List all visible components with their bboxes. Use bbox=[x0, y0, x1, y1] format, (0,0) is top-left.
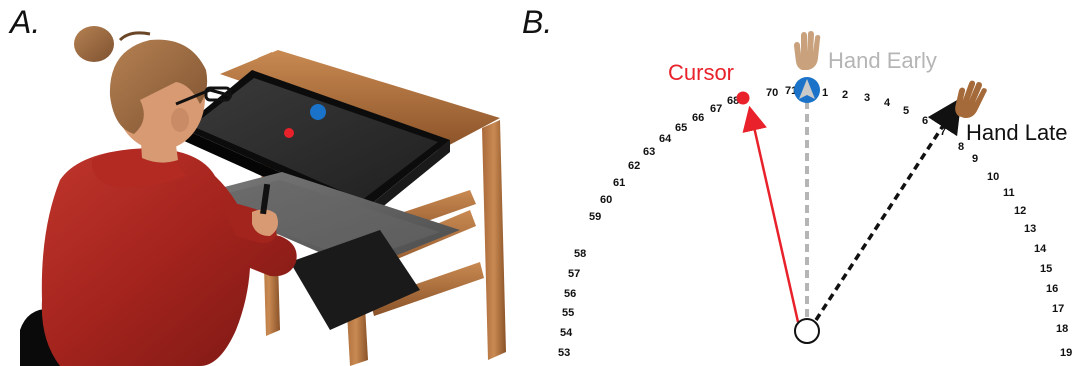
panel-a: A. bbox=[0, 0, 520, 366]
target-number-2: 2 bbox=[842, 89, 848, 101]
target-number-55: 55 bbox=[562, 307, 574, 319]
target-number-5: 5 bbox=[903, 105, 909, 117]
target-number-10: 10 bbox=[987, 171, 999, 183]
monitor-screen bbox=[192, 78, 438, 200]
target-number-9: 9 bbox=[972, 153, 978, 165]
target-dot bbox=[310, 104, 326, 120]
hand-early-icon bbox=[794, 31, 821, 70]
hair-bun bbox=[74, 26, 114, 62]
target-number-19: 19 bbox=[1060, 347, 1072, 359]
target-number-70: 70 bbox=[766, 87, 778, 99]
target-number-3: 3 bbox=[864, 92, 870, 104]
hand-late-icon bbox=[955, 80, 987, 119]
target-number-1: 1 bbox=[822, 87, 828, 99]
cursor-dot bbox=[284, 128, 294, 138]
target-number-63: 63 bbox=[643, 146, 655, 158]
stylus bbox=[260, 183, 271, 215]
target-number-58: 58 bbox=[574, 248, 586, 260]
target-number-56: 56 bbox=[564, 288, 576, 300]
cursor-path bbox=[742, 105, 800, 323]
target-number-64: 64 bbox=[659, 133, 672, 145]
target-number-15: 15 bbox=[1040, 263, 1052, 275]
target-number-61: 61 bbox=[613, 177, 625, 189]
frame-top-rail bbox=[220, 50, 500, 150]
start-position-circle bbox=[794, 318, 820, 344]
panel-a-label: A. bbox=[10, 4, 41, 40]
participant-body bbox=[41, 148, 297, 366]
hand-late-path bbox=[814, 97, 962, 321]
target-number-13: 13 bbox=[1024, 223, 1036, 235]
target-number-14: 14 bbox=[1034, 243, 1047, 255]
target-number-11: 11 bbox=[1003, 187, 1015, 199]
target-number-60: 60 bbox=[600, 194, 612, 206]
target-number-6: 6 bbox=[922, 115, 928, 127]
target-number-65: 65 bbox=[675, 122, 687, 134]
panel-b-label: B. bbox=[522, 4, 553, 40]
target-number-8: 8 bbox=[958, 141, 964, 153]
target-number-54: 54 bbox=[560, 327, 573, 339]
target-number-16: 16 bbox=[1046, 283, 1058, 295]
target-number-12: 12 bbox=[1014, 205, 1026, 217]
experimental-setup-illustration bbox=[20, 26, 506, 366]
glasses bbox=[175, 88, 233, 106]
participant-hair bbox=[109, 39, 208, 134]
cursor-label: Cursor bbox=[668, 60, 734, 85]
target-number-68: 68 bbox=[727, 95, 739, 107]
target-number-18: 18 bbox=[1056, 323, 1068, 335]
cursor-endpoint-dot bbox=[736, 91, 750, 105]
target-number-4: 4 bbox=[884, 97, 891, 109]
target-number-62: 62 bbox=[628, 160, 640, 172]
frame-leg-front-right bbox=[482, 120, 506, 360]
participant-hand bbox=[252, 209, 278, 236]
target-number-66: 66 bbox=[692, 112, 704, 124]
target-number-17: 17 bbox=[1052, 303, 1064, 315]
target-arrow-icon bbox=[794, 77, 820, 103]
hand-late-label: Hand Late bbox=[966, 120, 1068, 145]
target-number-57: 57 bbox=[568, 268, 580, 280]
target-number-59: 59 bbox=[589, 211, 601, 223]
target-number-67: 67 bbox=[710, 103, 722, 115]
hand-early-label: Hand Early bbox=[828, 48, 937, 73]
target-number-53: 53 bbox=[558, 347, 570, 359]
